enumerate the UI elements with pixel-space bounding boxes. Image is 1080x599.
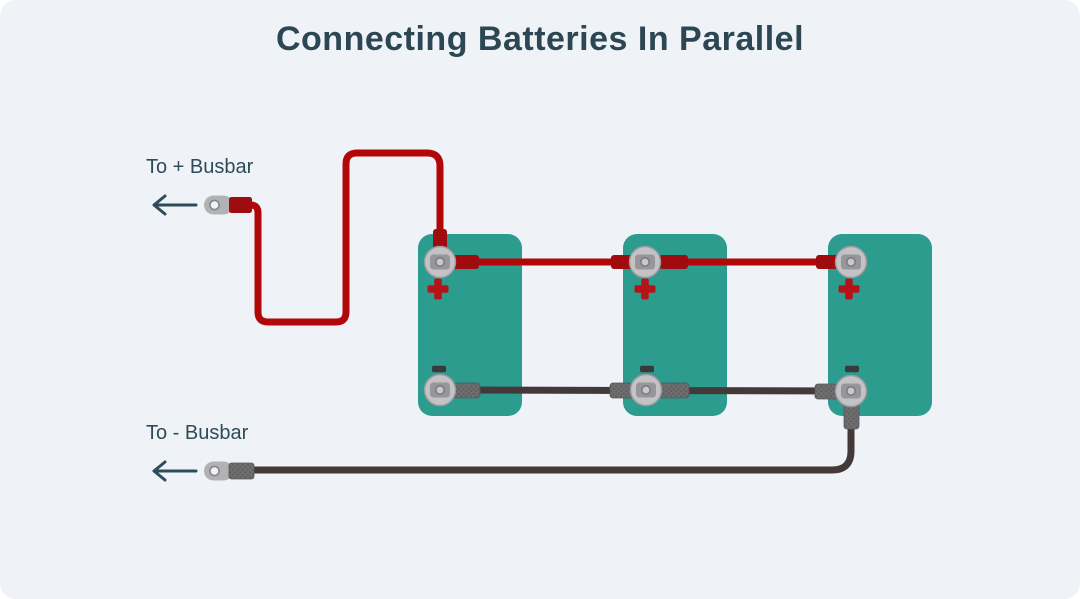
positive-sleeve-battery1-right bbox=[453, 255, 479, 269]
negative-sleeve-battery2-right bbox=[658, 382, 690, 399]
battery-2-positive-terminal bbox=[628, 245, 662, 279]
battery-3-positive-terminal bbox=[834, 245, 868, 279]
positive-lead-wire bbox=[243, 149, 444, 326]
positive-lug-sleeve bbox=[229, 197, 252, 213]
ring-lug-icon bbox=[203, 194, 234, 216]
positive-sleeve-battery3-left bbox=[816, 255, 839, 269]
battery-1-negative-terminal bbox=[423, 373, 457, 407]
positive-busbar-arrow-icon bbox=[152, 194, 198, 216]
negative-busbar-arrow-icon bbox=[152, 460, 198, 482]
page-title: Connecting Batteries In Parallel bbox=[275, 20, 805, 58]
battery-2-negative-terminal bbox=[629, 373, 663, 407]
positive-sleeve-battery2-left bbox=[611, 255, 634, 269]
battery-1-positive-terminal bbox=[423, 245, 457, 279]
battery-1-negative-symbol bbox=[432, 365, 446, 373]
battery-3-negative-symbol bbox=[845, 365, 859, 373]
negative-sleeve-battery2-left bbox=[609, 382, 634, 399]
positive-busbar-label: To + Busbar bbox=[146, 156, 254, 178]
negative-lead-wire bbox=[248, 398, 855, 474]
positive-ring-terminal bbox=[203, 194, 252, 216]
positive-sleeve-battery2-right bbox=[659, 255, 688, 269]
battery-3-negative-terminal bbox=[834, 374, 868, 408]
battery-2-negative-symbol bbox=[640, 365, 654, 373]
negative-sleeve-battery1-right bbox=[451, 382, 481, 399]
negative-sleeve-battery3-left bbox=[814, 383, 839, 400]
negative-busbar-label: To - Busbar bbox=[146, 422, 249, 444]
negative-lug-sleeve bbox=[228, 462, 255, 480]
negative-ring-terminal bbox=[203, 460, 255, 482]
